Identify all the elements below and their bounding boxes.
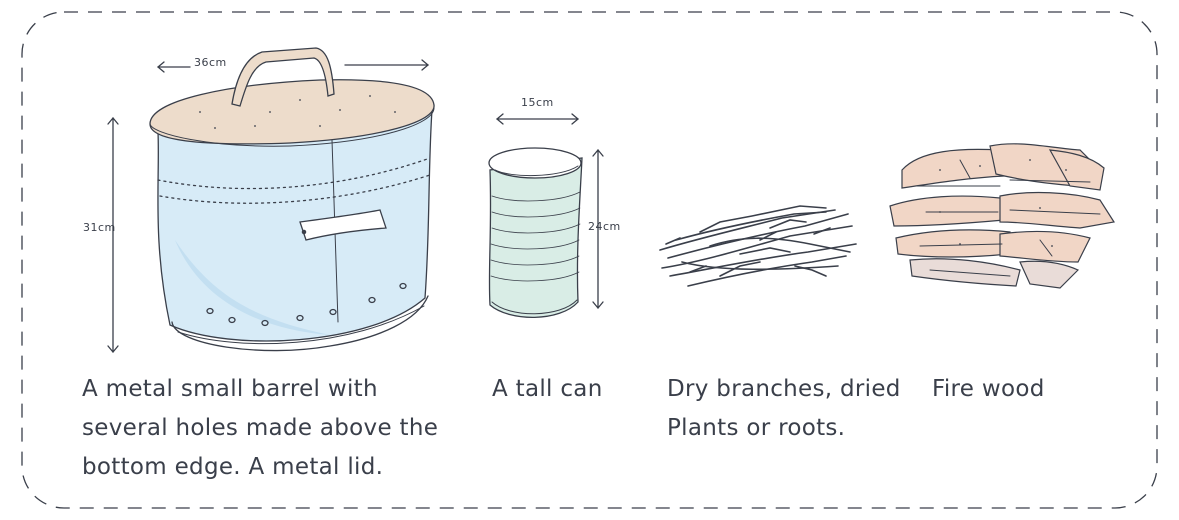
- can-illustration: [489, 114, 603, 317]
- can-caption-line: A tall can: [492, 370, 603, 409]
- firewood-caption-line: Fire wood: [932, 370, 1045, 409]
- can-width-label: 15cm: [521, 96, 554, 109]
- barrel-height-label: 31cm: [83, 221, 116, 234]
- barrel-caption: A metal small barrel with several holes …: [82, 370, 438, 487]
- branches-caption: Dry branches, dried Plants or roots.: [667, 370, 901, 448]
- can-body: [489, 158, 582, 317]
- can-height-label: 24cm: [588, 220, 621, 233]
- barrel-caption-line: bottom edge. A metal lid.: [82, 448, 438, 487]
- can-caption: A tall can: [492, 370, 603, 409]
- firewood-illustration: [890, 144, 1114, 288]
- barrel-body: [158, 110, 432, 341]
- branches-caption-line: Dry branches, dried: [667, 370, 901, 409]
- branches-caption-line: Plants or roots.: [667, 409, 901, 448]
- barrel-caption-line: several holes made above the: [82, 409, 438, 448]
- barrel-caption-line: A metal small barrel with: [82, 370, 438, 409]
- firewood-piece: [902, 149, 1004, 188]
- can-rim: [489, 148, 581, 178]
- barrel-illustration: [108, 48, 434, 352]
- barrel-width-label: 36cm: [194, 56, 227, 69]
- branches-illustration: [660, 206, 856, 286]
- firewood-caption: Fire wood: [932, 370, 1045, 409]
